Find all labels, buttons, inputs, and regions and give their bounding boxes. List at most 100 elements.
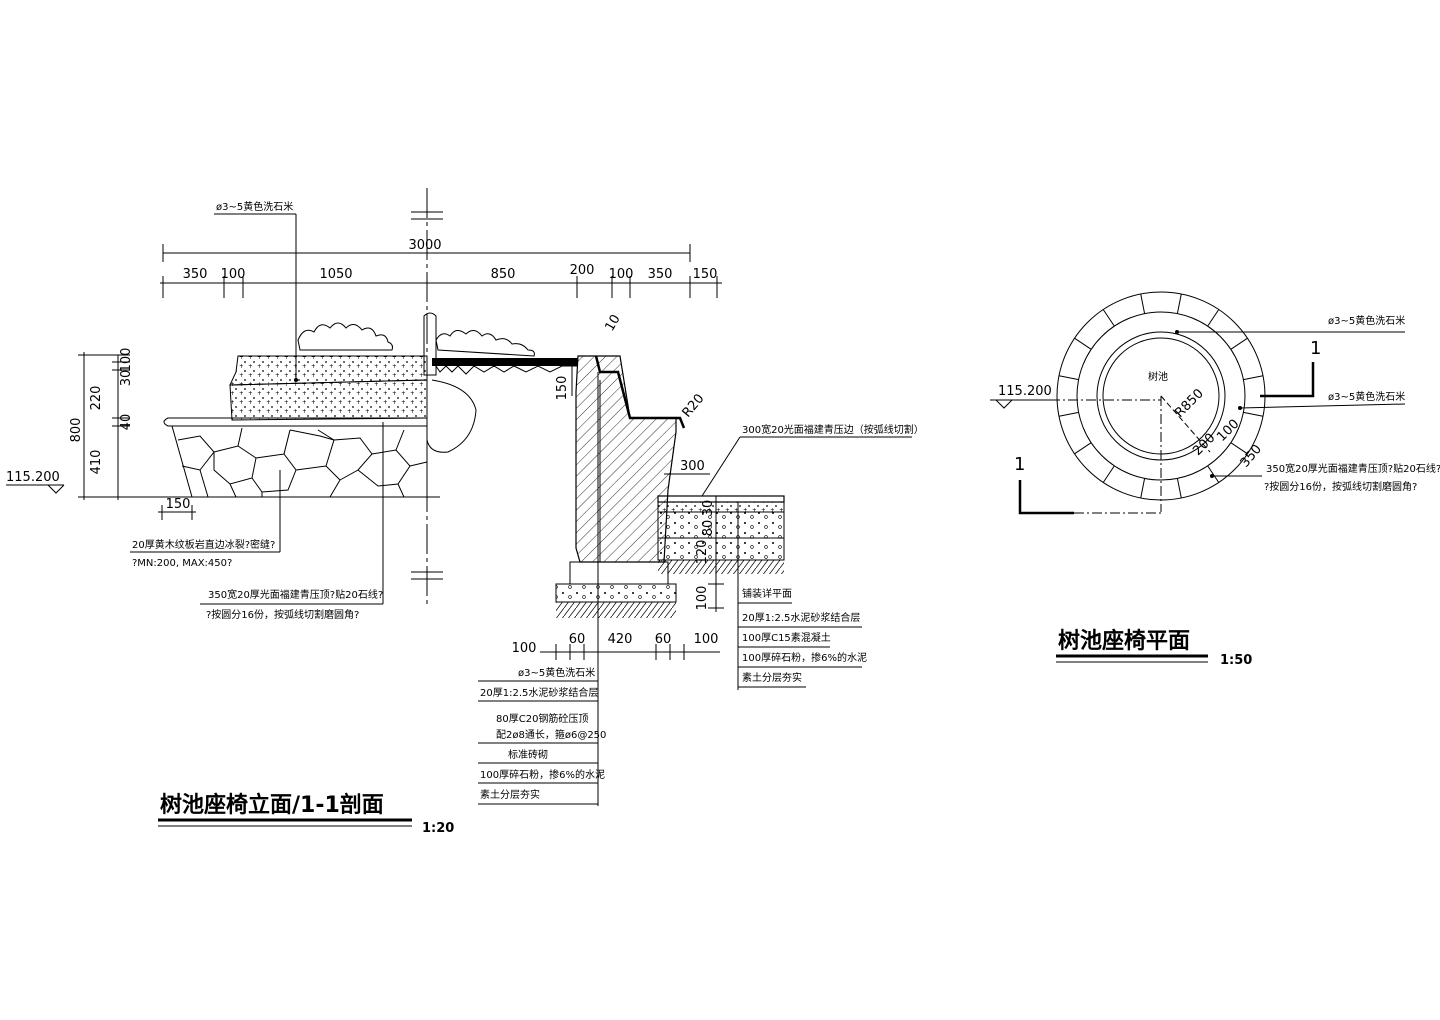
note-l-1: ø3~5黄色洗石米 — [518, 666, 595, 679]
dim-b-60b: 60 — [655, 632, 672, 647]
pool-fill-body — [229, 379, 428, 421]
dim-v-100: 100 — [119, 348, 134, 373]
section-mark-bottom — [1018, 480, 1074, 515]
paving-layer — [657, 495, 785, 503]
plan-callout-2: ø3~5黄色洗石米 — [1328, 390, 1405, 403]
cap-segment-joint — [1074, 442, 1092, 455]
section-wall — [575, 355, 677, 563]
dim-100: 100 — [221, 267, 246, 282]
section-view: 10 150 R20 300 300宽20光面福建青压边（按弧线切割） 30 8… — [423, 312, 924, 806]
shrub-left — [297, 322, 393, 351]
cap-ring-inner — [1076, 311, 1246, 481]
concrete-layer — [657, 511, 785, 539]
note-l-7: 素土分层夯实 — [480, 788, 540, 801]
plan-view: 树池 R850 200 100 350 115.200 ø3~5黄色洗石米 ø3… — [990, 291, 1440, 515]
plan-level: 115.200 — [998, 384, 1052, 399]
plan-title: 树池座椅平面 — [1058, 628, 1190, 654]
note-stone-2: ?MN:200, MAX:450? — [132, 558, 232, 569]
cap-segment-joint — [1140, 478, 1146, 499]
callout-top: 300宽20光面福建青压边（按弧线切割） — [742, 423, 924, 436]
dim-10: 10 — [602, 312, 623, 334]
dim-800: 800 — [69, 418, 84, 443]
plan-callout-1: ø3~5黄色洗石米 — [1328, 314, 1405, 327]
note-r-5: 素土分层夯实 — [742, 671, 802, 684]
cap-segment-joint — [1230, 337, 1248, 350]
dim-850: 850 — [491, 267, 516, 282]
note-cap-2: ?按圆分16份，按弧线切割磨圆角? — [206, 608, 359, 621]
dim-150-section: 150 — [555, 376, 570, 401]
cap-segment-joint — [1230, 442, 1248, 455]
dim-350: 350 — [183, 267, 208, 282]
dim-1050: 1050 — [319, 267, 352, 282]
dim-150: 150 — [693, 267, 718, 282]
note-r-1: 铺装详平面 — [742, 587, 792, 600]
note-l-3: 80厚C20钢筋砼压顶 — [496, 712, 588, 725]
soil-surface — [432, 358, 578, 366]
cap-segment-joint — [1074, 337, 1092, 350]
stone-wall — [171, 425, 428, 498]
plan-dim-100: 100 — [1214, 417, 1242, 445]
footing — [555, 583, 677, 603]
note-l-6: 100厚碎石粉，掺6%的水泥 — [480, 768, 605, 781]
section-cap — [594, 355, 686, 429]
level-label: 115.200 — [6, 470, 60, 485]
note-r-2: 20厚1:2.5水泥砂浆结合层 — [742, 611, 860, 624]
cap-segment-joint — [1140, 293, 1146, 314]
dim-r-80: 80 — [701, 520, 716, 537]
plan-scale: 1:50 — [1220, 653, 1252, 668]
dim-b-100b: 100 — [694, 632, 719, 647]
section-mark-bottom-label: 1 — [1014, 454, 1025, 475]
pool-label: 树池 — [1148, 370, 1168, 383]
dim-b-420: 420 — [608, 632, 633, 647]
stone-pattern — [177, 427, 428, 498]
note-cap-1: 350宽20厚光面福建青压顶?贴20石线? — [208, 588, 383, 601]
note-l-5: 标准砖砌 — [508, 748, 548, 761]
plan-note-cap-1: 350宽20厚光面福建青压顶?贴20石线? — [1266, 462, 1440, 475]
shrub-right — [435, 330, 535, 357]
note-l-2: 20厚1:2.5水泥砂浆结合层 — [480, 686, 598, 699]
elevation-view: 3000 350 100 1050 850 200 100 350 150 ø3… — [6, 188, 722, 621]
cap-segment-joint — [1058, 411, 1079, 417]
section-notes-left: ø3~5黄色洗石米 20厚1:2.5水泥砂浆结合层 80厚C20钢筋砼压顶 配2… — [478, 666, 606, 805]
total-dim: 3000 — [408, 238, 441, 253]
dim-r20: R20 — [680, 391, 708, 420]
section-mark-top — [1260, 362, 1315, 398]
dim-r-120: 120 — [695, 540, 710, 565]
r850-label: R850 — [1172, 386, 1207, 421]
plan-dim-350: 350 — [1238, 442, 1265, 471]
dim-r-100: 100 — [695, 586, 710, 611]
root-ball — [426, 379, 477, 453]
cap-segment-joint — [1243, 411, 1264, 417]
cap-segment-joint — [1176, 478, 1182, 499]
dim-v-220: 220 — [89, 386, 104, 411]
cap-segments — [1058, 293, 1264, 499]
dim-b-100: 100 — [512, 641, 537, 656]
cap-segment-joint — [1207, 309, 1220, 327]
dim-v-410: 410 — [89, 450, 104, 475]
elevation-scale: 1:20 — [422, 821, 454, 836]
note-l-4: 配2ø8通长，箍ø6@250 — [496, 728, 606, 741]
dim-v-30: 30 — [119, 370, 134, 387]
cap-segment-joint — [1102, 465, 1115, 483]
note-r-3: 100厚C15素混凝土 — [742, 631, 831, 644]
note-r-4: 100厚碎石粉，掺6%的水泥 — [742, 651, 867, 664]
cap-segment-joint — [1243, 375, 1264, 381]
cap-segment-joint — [1207, 465, 1220, 483]
dim-150-bottom: 150 — [166, 497, 191, 512]
cap-segment-joint — [1058, 375, 1079, 381]
titles: 树池座椅立面/1-1剖面 1:20 树池座椅平面 1:50 — [158, 628, 1252, 836]
top-callout: ø3~5黄色洗石米 — [216, 200, 293, 213]
dim-b-60: 60 — [569, 632, 586, 647]
cap-segment-joint — [1176, 293, 1182, 314]
plan-note-cap-2: ?按圆分16份，按弧线切割磨圆角? — [1264, 480, 1417, 493]
note-stone-1: 20厚黄木纹板岩直边冰裂?密缝? — [132, 538, 275, 551]
dim-350b: 350 — [648, 267, 673, 282]
dim-r-30: 30 — [701, 500, 716, 517]
dim-200: 200 — [570, 263, 595, 278]
dim-100b: 100 — [609, 267, 634, 282]
section-mark-top-label: 1 — [1310, 338, 1321, 359]
elevation-title: 树池座椅立面/1-1剖面 — [160, 792, 384, 818]
dim-300: 300 — [680, 459, 705, 474]
dim-v-40: 40 — [119, 414, 134, 431]
